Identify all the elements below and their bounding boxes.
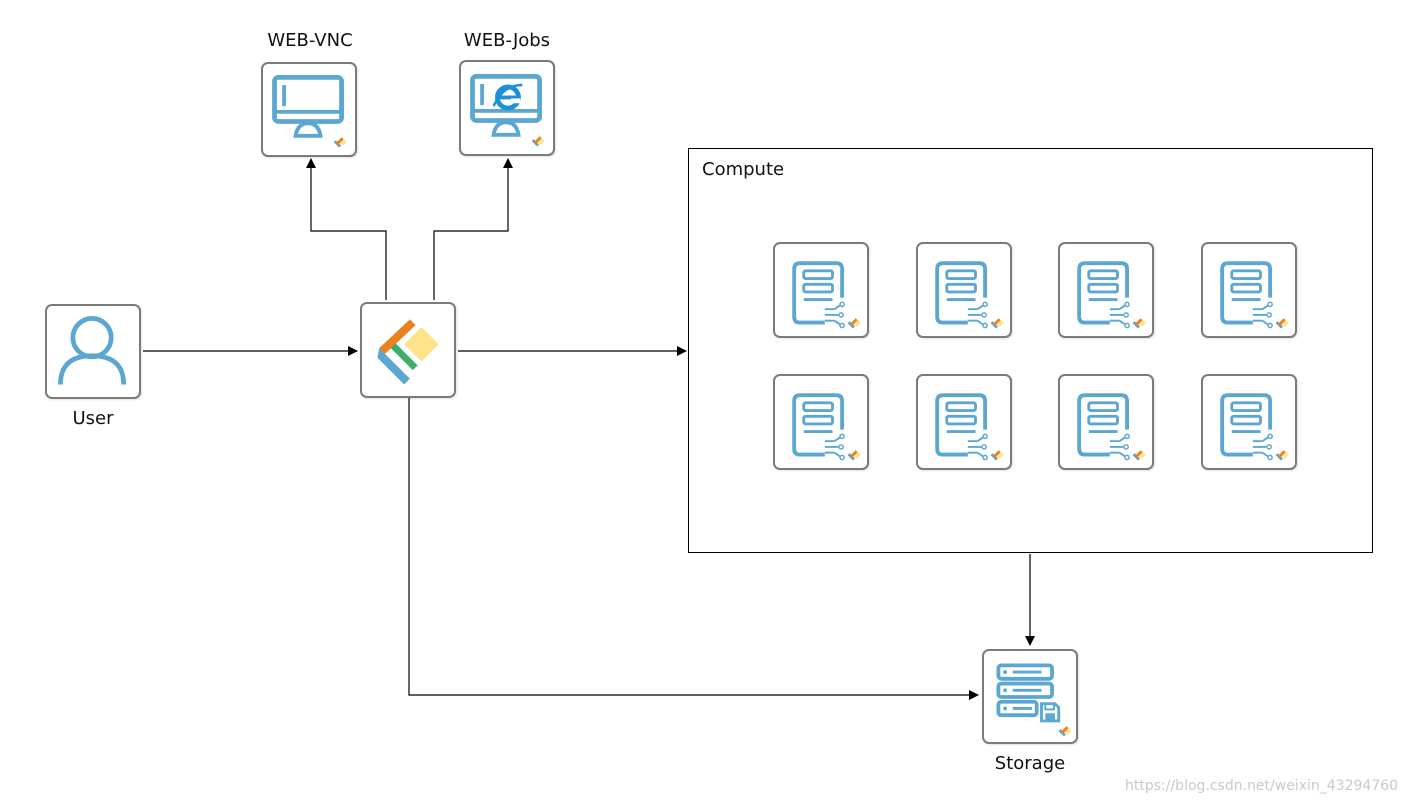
scheduler-node[interactable]	[360, 302, 456, 398]
compute-node-5[interactable]	[773, 374, 869, 470]
server-node-icon	[935, 261, 1004, 329]
storage-label: Storage	[994, 753, 1066, 774]
watermark-text: https://blog.csdn.net/weixin_43294760	[1125, 778, 1399, 794]
edge-scheduler-webvnc	[306, 158, 387, 300]
brand-mini-icon	[531, 136, 545, 147]
compute-node-3[interactable]	[1058, 242, 1154, 338]
edge-scheduler-webjobs	[433, 158, 513, 300]
server-node-icon	[935, 393, 1004, 461]
compute-title: Compute	[702, 159, 785, 180]
web-jobs-node[interactable]	[459, 60, 555, 156]
brand-mini-icon	[1275, 450, 1289, 461]
edge-scheduler-storage	[408, 398, 979, 700]
browser-monitor-icon	[470, 73, 545, 147]
user-icon	[58, 316, 127, 385]
monitor-icon	[272, 75, 347, 148]
brand-mini-icon	[990, 450, 1004, 461]
server-node-icon	[1077, 393, 1146, 461]
compute-group: Compute	[688, 148, 1373, 553]
brand-mini-icon	[1132, 450, 1146, 461]
server-node-icon	[792, 261, 861, 329]
web-vnc-node[interactable]	[261, 62, 357, 157]
floppy-icon	[1040, 702, 1061, 723]
server-node-icon	[1220, 261, 1289, 329]
user-node[interactable]	[45, 304, 141, 399]
brand-logo-icon	[377, 319, 439, 385]
server-node-icon	[1220, 393, 1289, 461]
server-node-icon	[1077, 261, 1146, 329]
ie-e-icon	[492, 83, 523, 111]
compute-node-8[interactable]	[1201, 374, 1297, 470]
brand-mini-icon	[333, 137, 347, 148]
compute-node-7[interactable]	[1058, 374, 1154, 470]
brand-mini-icon	[990, 318, 1004, 329]
compute-node-2[interactable]	[916, 242, 1012, 338]
brand-mini-icon	[1132, 318, 1146, 329]
storage-node[interactable]	[982, 649, 1078, 744]
brand-mini-icon	[847, 318, 861, 329]
storage-server-icon	[996, 663, 1072, 737]
brand-mini-icon	[1275, 318, 1289, 329]
brand-mini-icon	[1058, 726, 1072, 737]
web-vnc-label: WEB-VNC	[267, 30, 353, 51]
compute-node-6[interactable]	[916, 374, 1012, 470]
brand-mini-icon	[847, 450, 861, 461]
compute-node-4[interactable]	[1201, 242, 1297, 338]
compute-node-1[interactable]	[773, 242, 869, 338]
web-jobs-label: WEB-Jobs	[463, 30, 551, 51]
server-node-icon	[792, 393, 861, 461]
user-label: User	[72, 408, 114, 429]
